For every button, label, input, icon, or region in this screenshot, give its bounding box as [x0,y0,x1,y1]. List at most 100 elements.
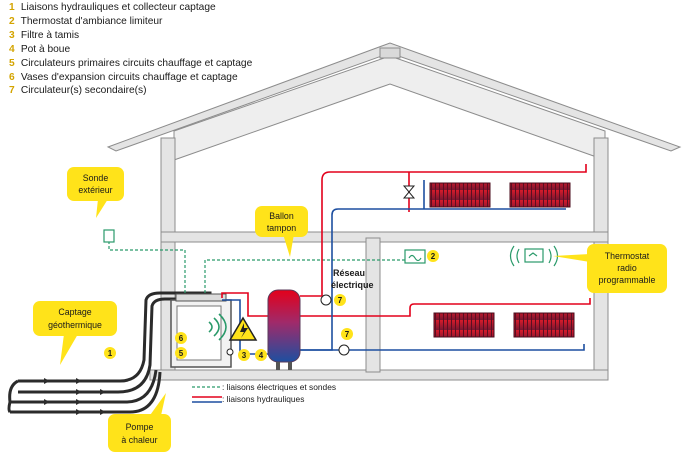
flow-arrow [44,378,50,384]
bypass-valve [402,191,416,199]
marker-4-label: 4 [259,351,264,360]
legend-item: 4 Pot à boue [9,43,252,57]
flow-arrow [44,399,50,405]
callout-thermostat-line-2: radio [617,263,637,273]
wireless-icon [208,313,227,341]
callout-pompe-line-1: Pompe [126,422,154,432]
callout-captage-line-2: géothermique [48,320,102,330]
tank-body [267,289,301,363]
legend-number: 2 [9,15,15,27]
hot-pipe [300,298,591,317]
hot-pipe [221,292,268,317]
callout-captage: Captage géothermique [33,301,117,365]
legend-item: 2 Thermostat d'ambiance limiteur [9,15,252,29]
cold-pipe [300,344,585,351]
cold-pipe [300,208,566,351]
loop-pipe [7,379,19,414]
roof-inner [173,55,606,161]
loop-arrows [44,378,106,415]
flow-arrow [76,409,82,415]
marker-1: 1 [104,347,116,359]
electrical-warning-icon [228,316,258,341]
ground-loops [7,291,212,414]
reseau-label-line-2: électrique [331,280,374,290]
roof-cap [379,47,401,59]
legend-text: Circulateurs primaires circuits chauffag… [20,57,253,69]
tank-foot [276,362,280,370]
callout-sonde-line-2: extérieur [78,185,112,195]
legend-text: Vases d'expansion circuits chauffage et … [20,71,238,83]
radiator [433,312,495,338]
callout-pompe-line-2: à chaleur [121,435,157,445]
bypass-valve [402,185,416,193]
flow-arrow [100,389,106,395]
loop-pipe [18,297,206,394]
legend-number: 4 [9,43,15,55]
legend: 1 Liaisons hydrauliques et collecteur ca… [9,1,252,98]
hot-pipes [192,164,591,398]
radiator [429,182,491,208]
tank-foot [288,362,292,370]
legend-item: 1 Liaisons hydrauliques et collecteur ca… [9,1,252,15]
marker-4: 4 [255,349,267,361]
numbered-markers: 1 2 3 4 5 6 7 7 [104,250,439,361]
flow-arrow [76,389,82,395]
key-electrical-label: : liaisons électriques et sondes [222,382,336,392]
valves [226,185,416,356]
callout-thermostat-line-1: Thermostat [605,251,650,261]
callout-sonde: Sonde extérieur [67,167,124,218]
marker-2-label: 2 [431,252,436,261]
marker-7b-label: 7 [345,330,350,339]
reseau-label-line-1: Réseau [333,268,365,278]
legend-text: Circulateur(s) secondaire(s) [20,85,147,97]
legend-text: Pot à boue [20,43,71,55]
sonde-wire [108,241,186,298]
electrical-links [108,241,408,388]
legend-number: 5 [9,57,15,69]
marker-6: 6 [175,332,187,344]
callout-thermostat: Thermostat radio programmable [553,244,667,293]
marker-7b: 7 [341,328,353,340]
thermostat-wire [204,259,408,298]
legend-number: 7 [9,85,15,97]
marker-7a: 7 [334,294,346,306]
flow-arrow [76,399,82,405]
legend-item: 7 Circulateur(s) secondaire(s) [9,84,252,98]
callout-ballon-line-1: Ballon [269,211,294,221]
thermostat-limiter-icon [404,249,426,264]
legend-text: Thermostat d'ambiance limiteur [20,15,163,27]
legend-text: Liaisons hydrauliques et collecteur capt… [20,2,216,13]
marker-5: 5 [175,347,187,359]
callout-captage-line-1: Captage [58,307,91,317]
buffer-tank [267,289,301,370]
heat-pump-top [175,293,227,302]
radiator [513,312,575,338]
legend-number: 6 [9,71,15,83]
marker-7a-label: 7 [338,296,343,305]
radio-thermostat-icon [509,245,559,267]
floor-upper [160,231,609,243]
loop-pipe [18,291,212,383]
legend-item: 3 Filtre à tamis [9,29,252,43]
legend-item: 6 Vases d'expansion circuits chauffage e… [9,71,252,85]
circulator-pump [338,344,350,356]
callout-ballon: Ballon tampon [255,206,308,257]
circulator-pump [320,294,332,306]
marker-3-label: 3 [242,351,247,360]
marker-2: 2 [427,250,439,262]
radiator [509,182,571,208]
callout-thermostat-line-3: programmable [599,275,656,285]
legend-text: Filtre à tamis [20,29,80,41]
legend-number: 1 [9,2,15,13]
key-hydraulic-label: : liaisons hydrauliques [222,394,304,404]
loop-pipe [10,371,162,414]
hot-pipe [300,164,587,297]
marker-1-label: 1 [108,349,113,358]
roof [106,42,682,152]
outdoor-sensor-icon [103,229,115,243]
loop-pipe [10,369,158,404]
filter-valve [226,348,234,356]
callout-pompe: Pompe à chaleur [108,393,171,452]
